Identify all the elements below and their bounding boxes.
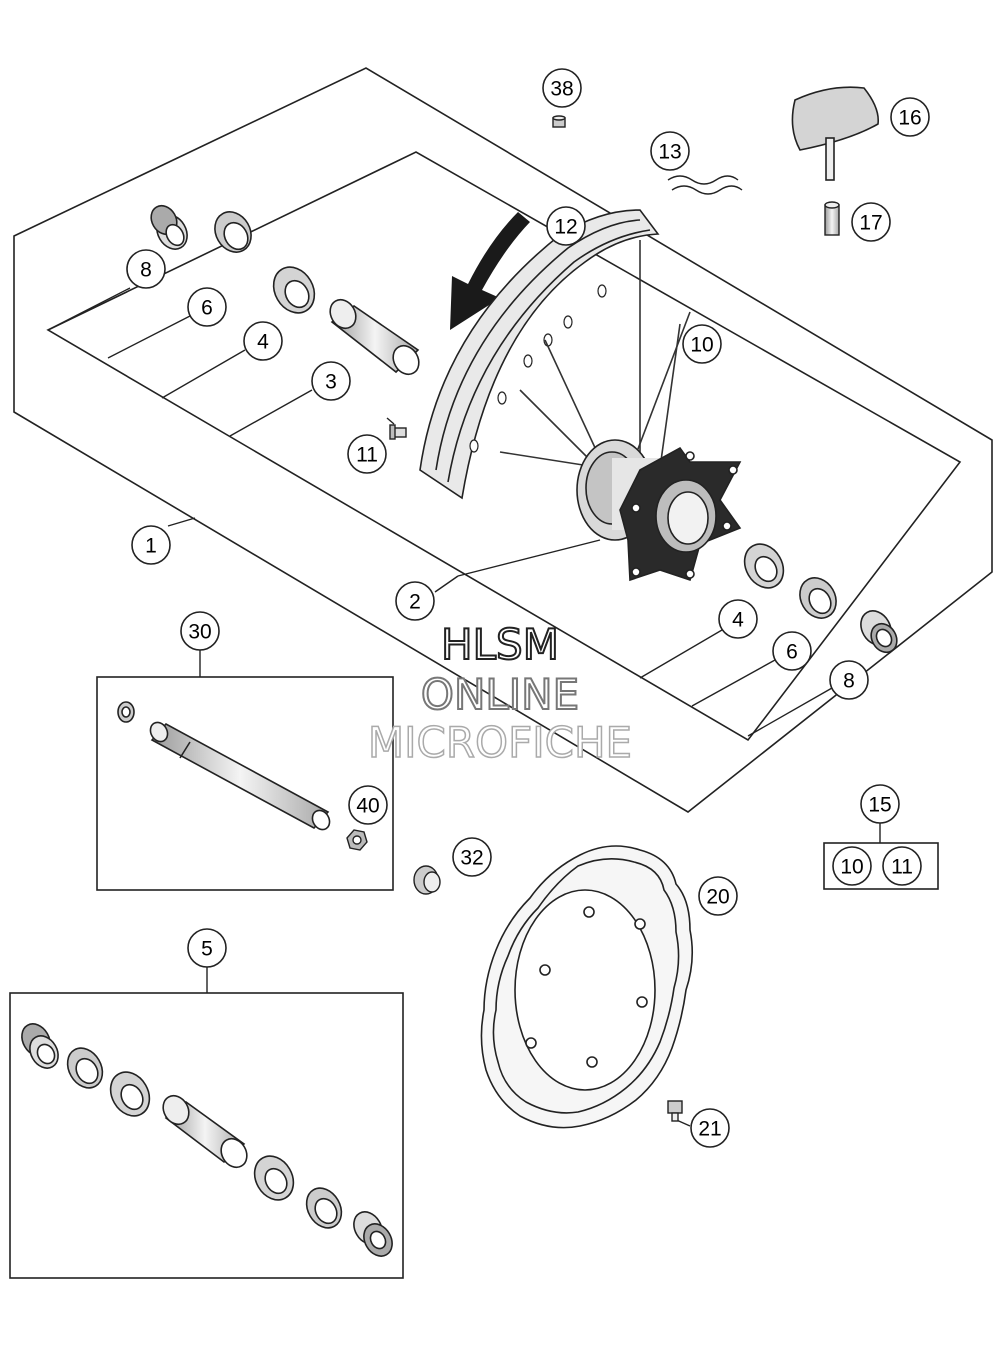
svg-text:40: 40 [356, 795, 379, 818]
spacer-bushing-right-part [860, 610, 898, 654]
callout-40[interactable]: 40 [348, 785, 388, 825]
callout-13[interactable]: 13 [650, 131, 690, 171]
svg-text:16: 16 [898, 107, 921, 130]
svg-text:38: 38 [550, 78, 573, 101]
callout-38[interactable]: 38 [542, 68, 582, 108]
kit5-bearing-left-part [109, 1071, 151, 1117]
callout-1[interactable]: 1 [131, 525, 171, 565]
brake-disc-part [480, 845, 694, 1129]
svg-text:10: 10 [840, 856, 863, 879]
svg-text:17: 17 [859, 212, 882, 235]
svg-text:12: 12 [554, 216, 577, 239]
kit-box-5 [9, 992, 404, 1279]
kit-box-30 [96, 676, 394, 891]
nut-17-part [824, 201, 840, 236]
callout-5[interactable]: 5 [187, 928, 227, 968]
callout-15-11[interactable]: 11 [882, 846, 922, 886]
callout-2[interactable]: 2 [395, 581, 435, 621]
axle-bolt-part [413, 865, 441, 895]
wheel-assembly-frame [13, 67, 993, 813]
svg-text:11: 11 [356, 444, 378, 467]
cap-38-part [552, 115, 566, 128]
shaft-seal-part [214, 211, 252, 253]
callout-11[interactable]: 11 [347, 434, 387, 474]
svg-text:5: 5 [201, 938, 213, 961]
callout-3[interactable]: 3 [311, 361, 351, 401]
svg-text:15: 15 [868, 794, 891, 817]
callout-6-left[interactable]: 6 [187, 287, 227, 327]
kit-box-15 [823, 842, 939, 890]
svg-text:8: 8 [843, 670, 855, 693]
svg-text:10: 10 [690, 334, 713, 357]
kit5-bearing-right-part [253, 1155, 295, 1201]
svg-text:1: 1 [145, 535, 157, 558]
svg-text:4: 4 [257, 331, 269, 354]
svg-text:21: 21 [698, 1118, 721, 1141]
callout-12[interactable]: 12 [546, 206, 586, 246]
rim-tape-part [667, 175, 743, 195]
ball-bearing-part [272, 266, 316, 314]
rim-part [419, 209, 660, 500]
kit5-spacer-left-part [21, 1023, 59, 1069]
disc-screw-part [667, 1100, 683, 1122]
tool-16-part [791, 86, 880, 181]
svg-text:4: 4 [732, 609, 744, 632]
leader-lines [47, 287, 881, 1127]
screw-11-part [389, 424, 407, 440]
axle-part [117, 701, 331, 831]
ball-bearing-right-part [743, 543, 785, 589]
callout-32[interactable]: 32 [452, 837, 492, 877]
callout-4-left[interactable]: 4 [243, 321, 283, 361]
wheel-hub-part [576, 439, 742, 582]
svg-text:32: 32 [460, 847, 483, 870]
svg-text:2: 2 [409, 591, 421, 614]
svg-text:20: 20 [706, 886, 729, 909]
kit5-sleeve-part [162, 1094, 248, 1169]
callout-8-left[interactable]: 8 [126, 249, 166, 289]
svg-text:6: 6 [201, 297, 213, 320]
spacer-bushing-part [150, 204, 188, 250]
callout-30[interactable]: 30 [180, 611, 220, 651]
rotation-arrow [450, 212, 530, 330]
axle-nut-part [346, 829, 368, 851]
spacer-sleeve-part [329, 298, 420, 376]
svg-text:8: 8 [140, 259, 152, 282]
callouts: 38 13 16 17 12 10 8 6 4 3 11 1 2 4 6 8 3… [126, 68, 930, 1148]
svg-text:6: 6 [786, 641, 798, 664]
svg-text:13: 13 [658, 141, 681, 164]
callout-16[interactable]: 16 [890, 97, 930, 137]
callout-20[interactable]: 20 [698, 876, 738, 916]
callout-15[interactable]: 15 [860, 784, 900, 824]
callout-4-right[interactable]: 4 [718, 599, 758, 639]
svg-text:11: 11 [891, 856, 913, 879]
callout-6-right[interactable]: 6 [772, 631, 812, 671]
callout-8-right[interactable]: 8 [829, 660, 869, 700]
kit5-seal-right-part [305, 1187, 343, 1229]
callout-21[interactable]: 21 [690, 1108, 730, 1148]
svg-text:30: 30 [188, 621, 211, 644]
callout-10[interactable]: 10 [682, 324, 722, 364]
kit5-seal-left-part [66, 1047, 104, 1089]
callout-15-10[interactable]: 10 [832, 846, 872, 886]
callout-17[interactable]: 17 [851, 202, 891, 242]
svg-text:3: 3 [325, 371, 337, 394]
kit5-spacer-right-part [353, 1211, 393, 1257]
shaft-seal-right-part [799, 577, 837, 619]
